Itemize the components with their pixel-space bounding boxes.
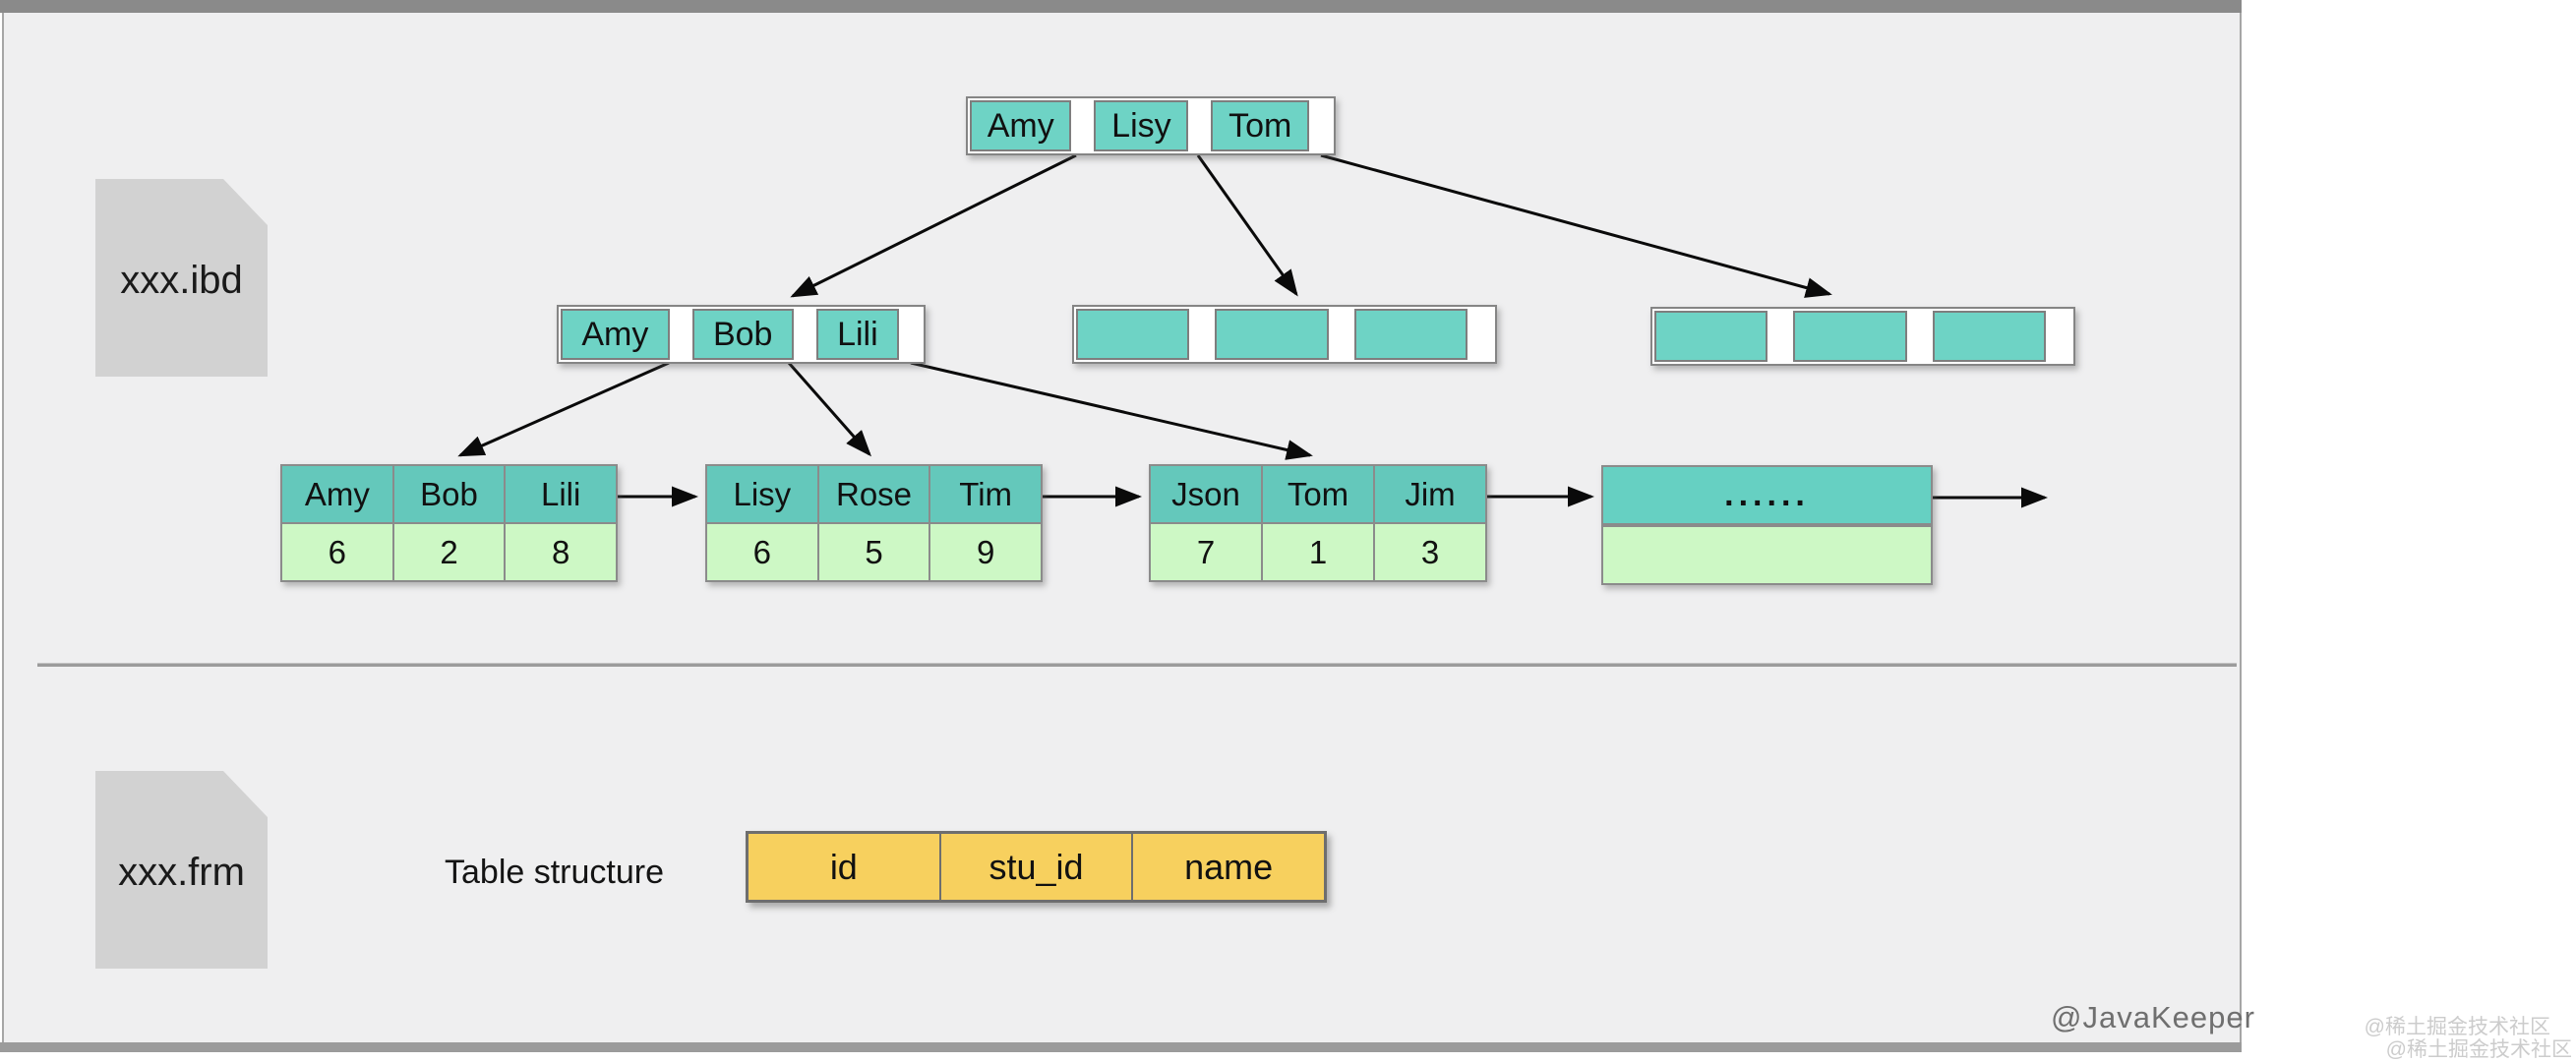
internal-pointer-cell: [899, 309, 922, 360]
internal-pointer-cell: [793, 309, 816, 360]
internal-pointer-cell: [1906, 311, 1933, 362]
internal-key-cell-empty: [1215, 309, 1329, 360]
leaf-key-cell: Lili: [506, 466, 617, 522]
btree-internal-node-left: Amy Bob Lili: [557, 305, 926, 364]
author-credit: @JavaKeeper: [2051, 1000, 2255, 1034]
internal-key-cell: Amy: [561, 309, 670, 360]
internal-key-cell-empty: [1793, 311, 1907, 362]
root-pointer-cell: [1309, 100, 1333, 151]
leaf-value-cell: 7: [1151, 524, 1261, 580]
frm-file-icon: xxx.frm: [95, 771, 268, 969]
table-structure-columns: id stu_id name: [746, 831, 1327, 903]
internal-key-cell: Bob: [691, 309, 794, 360]
column-cell-id: id: [829, 846, 858, 887]
internal-key-cell-empty: [1076, 309, 1190, 360]
btree-internal-node-middle: [1072, 305, 1497, 364]
leaf-ellipsis-cell: ......: [1603, 467, 1931, 523]
column-cell-stu-id: stu_id: [938, 834, 1132, 900]
internal-pointer-cell: [2045, 311, 2071, 362]
root-key-cell: Lisy: [1094, 100, 1189, 151]
internal-pointer-cell: [669, 309, 692, 360]
leaf-key-cell: Jim: [1375, 466, 1485, 522]
leaf-value-cell: 6: [282, 524, 392, 580]
leaf-value-cell: 8: [506, 524, 617, 580]
leaf-key-cell: Json: [1151, 466, 1261, 522]
internal-pointer-cell: [1189, 309, 1216, 360]
leaf-key-cell: Tim: [930, 466, 1042, 522]
leaf-node-2: Lisy Rose Tim 6 5 9: [705, 464, 1043, 582]
leaf-key-cell: Lisy: [707, 466, 817, 522]
watermark-line-1: @稀土掘金技术社区: [2364, 1016, 2550, 1038]
table-structure-caption: Table structure: [445, 854, 664, 891]
leaf-value-cell: 3: [1375, 524, 1485, 580]
watermark-line-2: @稀土掘金技术社区: [2385, 1038, 2572, 1061]
root-key-cell: Tom: [1211, 100, 1310, 151]
root-pointer-cell: [1071, 100, 1095, 151]
btree-root-node: Amy Lisy Tom: [966, 96, 1336, 155]
leaf-value-cell: 9: [930, 524, 1042, 580]
leaf-value-cell: 2: [393, 524, 505, 580]
internal-key-cell-empty: [1932, 311, 2046, 362]
leaf-node-1: Amy Bob Lili 6 2 8: [280, 464, 618, 582]
root-key-cell: Amy: [970, 100, 1072, 151]
leaf-key-cell: Tom: [1263, 466, 1373, 522]
leaf-value-cell: 6: [707, 524, 817, 580]
internal-key-cell-empty: [1353, 309, 1468, 360]
leaf-node-ellipsis: ......: [1601, 465, 1933, 585]
bottom-bar: [0, 1042, 2242, 1052]
btree-internal-node-right: [1650, 307, 2075, 366]
leaf-empty-value-cell: [1603, 527, 1931, 583]
leaf-value-cell: 5: [818, 524, 929, 580]
column-cell-name: name: [1131, 834, 1324, 900]
top-bar: [0, 0, 2242, 13]
root-pointer-cell: [1188, 100, 1212, 151]
internal-pointer-cell: [1467, 309, 1493, 360]
leaf-key-cell: Amy: [282, 466, 392, 522]
section-divider-line: [37, 663, 2237, 667]
leaf-key-cell: Bob: [393, 466, 505, 522]
internal-pointer-cell: [1767, 311, 1794, 362]
internal-pointer-cell: [1328, 309, 1354, 360]
internal-key-cell-empty: [1654, 311, 1768, 362]
leaf-key-cell: Rose: [818, 466, 929, 522]
ibd-file-label: xxx.ibd: [120, 259, 243, 302]
internal-key-cell: Lili: [815, 309, 899, 360]
leaf-value-cell: 1: [1263, 524, 1373, 580]
frm-file-label: xxx.frm: [118, 851, 245, 894]
ibd-file-icon: xxx.ibd: [95, 179, 268, 377]
leaf-node-3: Json Tom Jim 7 1 3: [1149, 464, 1487, 582]
